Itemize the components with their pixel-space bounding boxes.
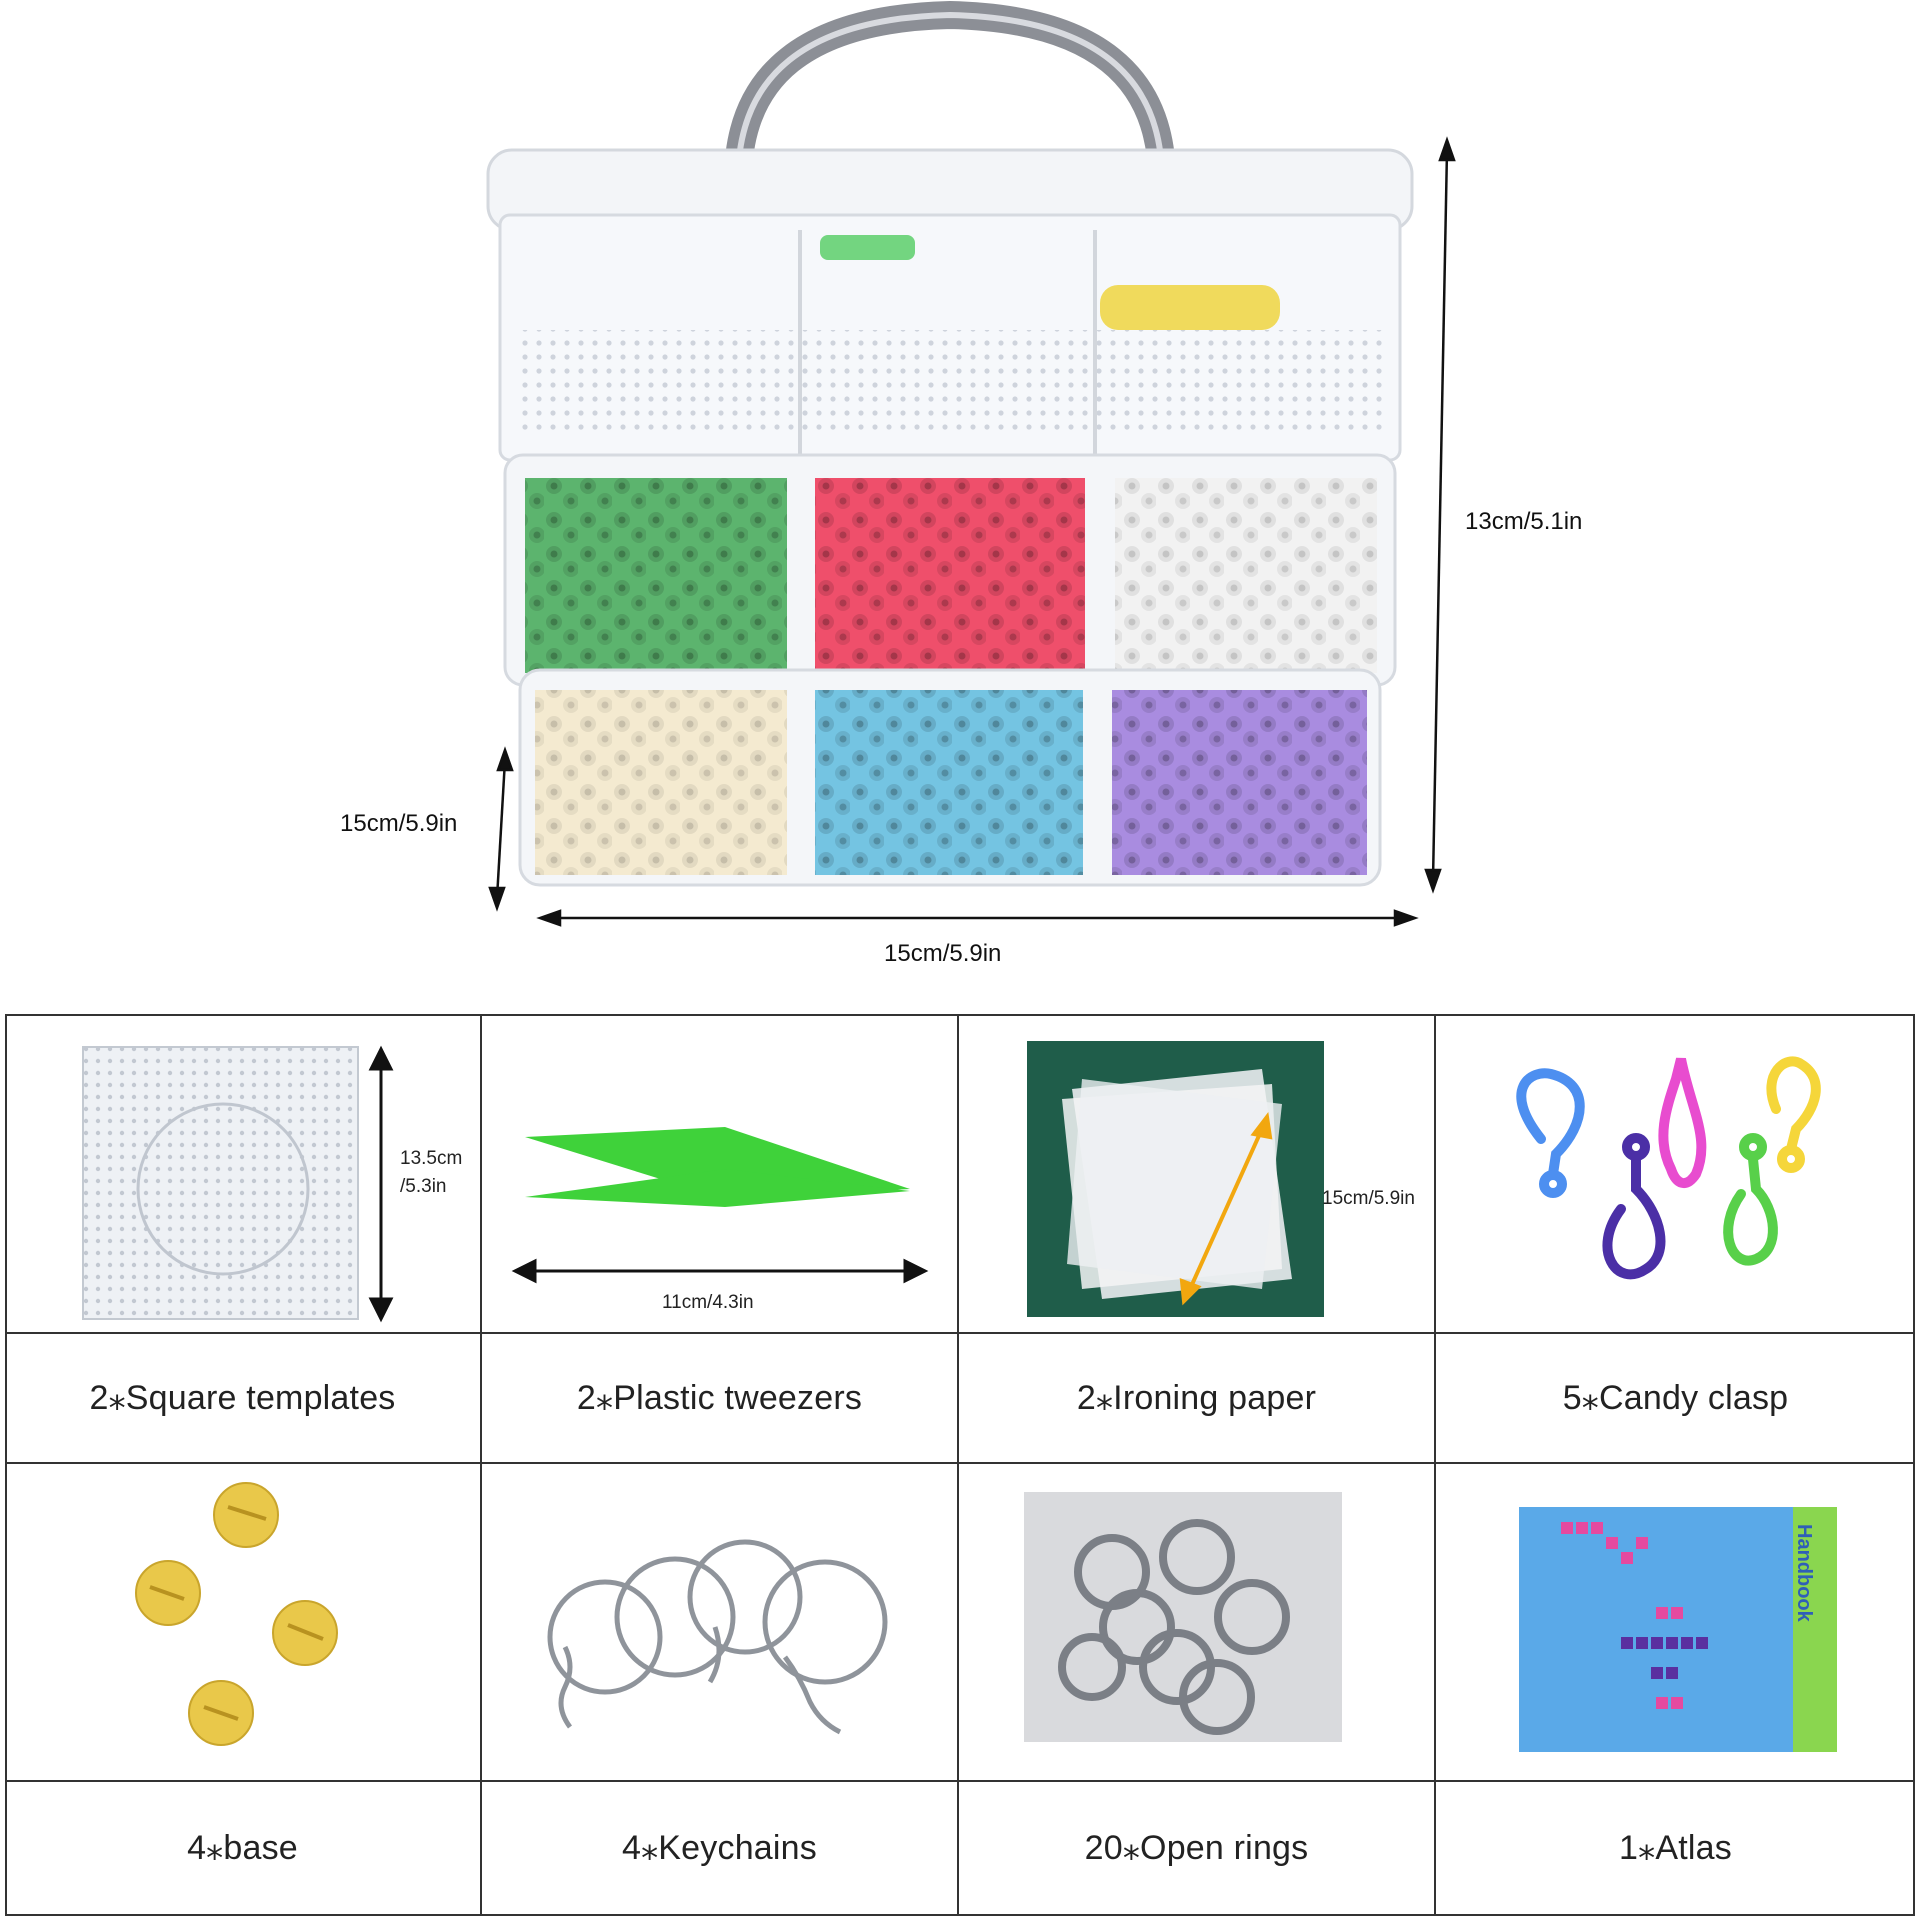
- tweezers-size-label: 11cm/4.3in: [662, 1292, 754, 1313]
- item-cell-base: [5, 1464, 482, 1780]
- keychain-icon: [547, 1539, 887, 1735]
- atlas-book-icon: [1518, 1507, 1837, 1752]
- contents-table: 13.5cm /5.3in 11cm/4.3in: [5, 1014, 1915, 1916]
- base-icon: [134, 1482, 338, 1746]
- tweezers-icon: [511, 1127, 928, 1284]
- caption-ironing-paper: 2⁎Ironing paper: [959, 1334, 1436, 1462]
- caption-square-templates: 2⁎Square templates: [5, 1334, 482, 1462]
- caption-candy-clasp: 5⁎Candy clasp: [1562, 1379, 1789, 1417]
- atlas-book-title: Handbook: [1793, 1524, 1815, 1622]
- box-height-label: 13cm/5.1in: [1465, 508, 1583, 535]
- box-depth-label: 15cm/5.9in: [340, 810, 458, 837]
- caption-base: 4⁎base: [5, 1782, 482, 1914]
- item-cell-candy-clasp: [1436, 1016, 1915, 1332]
- open-ring-icon: [1023, 1492, 1342, 1742]
- template-size-label-2: /5.3in: [400, 1176, 447, 1197]
- storage-box-illustration: [486, 0, 1456, 927]
- item-cell-open-rings: [959, 1464, 1436, 1780]
- paper-size-label: 15cm/5.9in: [1322, 1188, 1415, 1209]
- square-template-icon: [81, 1045, 393, 1323]
- table-row: 4⁎base 4⁎Keychains 20⁎Open rings 1⁎Atlas: [5, 1782, 1915, 1914]
- table-row: Handbook: [5, 1464, 1915, 1780]
- ironing-paper-icon: [1026, 1041, 1324, 1317]
- item-cell-ironing-paper: 15cm/5.9in: [959, 1016, 1436, 1332]
- candy-clasp-icon: [1515, 1056, 1821, 1280]
- template-size-label: 13.5cm: [400, 1148, 463, 1169]
- item-cell-keychains: [482, 1464, 959, 1780]
- caption-atlas: 1⁎Atlas: [1619, 1829, 1732, 1867]
- product-hero: 13cm/5.1in 15cm/5.9in 15cm/5.9in: [340, 0, 1583, 967]
- caption-plastic-tweezers: 2⁎Plastic tweezers: [482, 1334, 959, 1462]
- item-cell-atlas: Handbook: [1436, 1464, 1915, 1780]
- caption-keychains: 4⁎Keychains: [482, 1782, 959, 1914]
- caption-open-rings: 20⁎Open rings: [959, 1782, 1436, 1914]
- box-width-label: 15cm/5.9in: [884, 940, 1002, 967]
- item-cell-tweezers: 11cm/4.3in: [482, 1016, 959, 1332]
- item-cell-square-template: 13.5cm /5.3in: [5, 1016, 482, 1332]
- table-row: 2⁎Square templates 2⁎Plastic tweezers 2⁎…: [5, 1334, 1915, 1462]
- table-row: 13.5cm /5.3in 11cm/4.3in: [5, 1016, 1915, 1332]
